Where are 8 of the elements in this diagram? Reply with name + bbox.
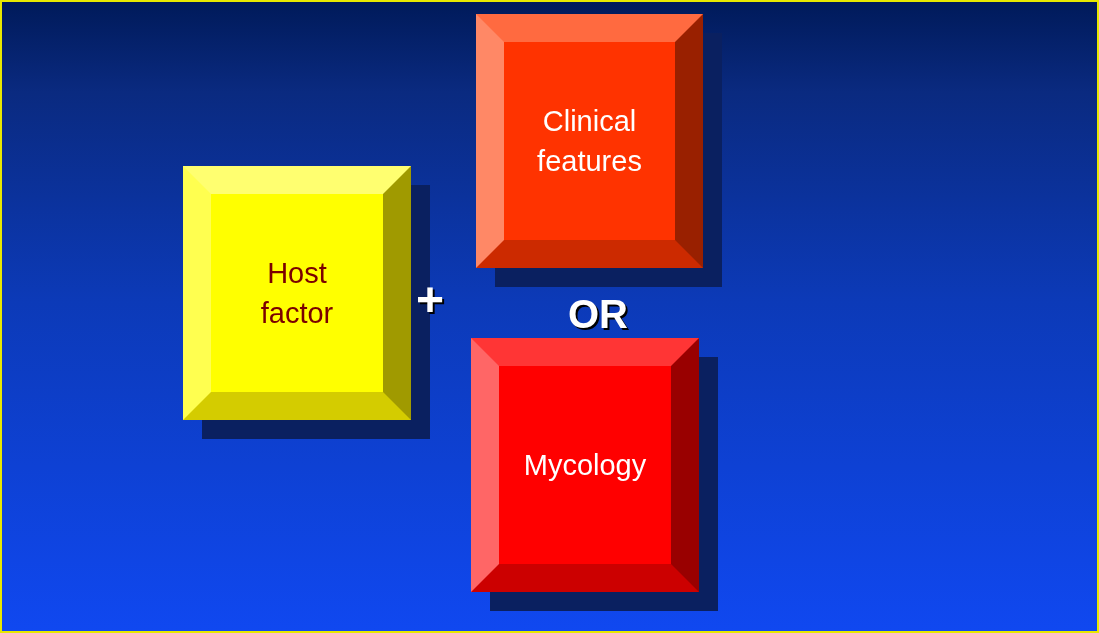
beveled-box [471, 338, 699, 592]
plus-sign: + [416, 272, 445, 327]
beveled-box [476, 14, 703, 268]
or-label: OR [568, 292, 628, 337]
box-label: Clinical features [536, 104, 643, 179]
box-label: Host factor [259, 256, 335, 331]
beveled-box [183, 166, 411, 420]
box-label: Mycology [522, 448, 648, 483]
